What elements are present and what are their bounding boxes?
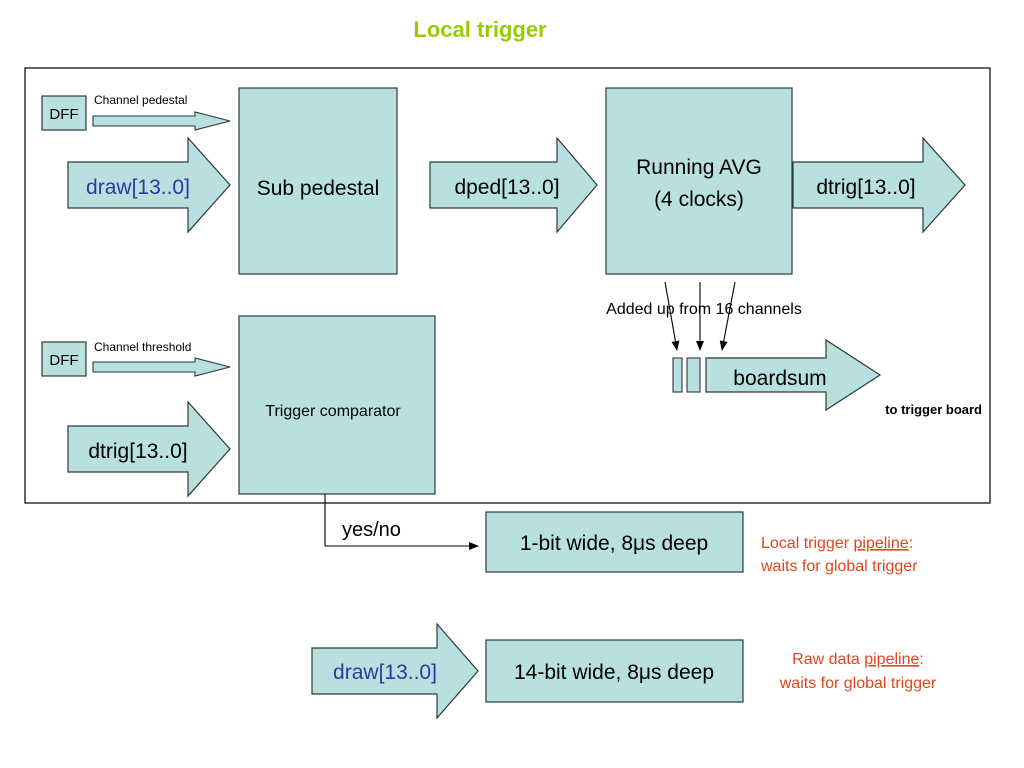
raw-pipeline-label: 14-bit wide, 8μs deep <box>514 661 714 684</box>
draw-raw-arrow <box>311 622 479 720</box>
dtrig-output-label: dtrig[13..0] <box>816 176 915 199</box>
raw-note-prefix: Raw data <box>792 651 864 668</box>
channel-pedestal-arrow <box>92 111 231 131</box>
dff-label-bottom: DFF <box>49 352 78 369</box>
channel-threshold-label: Channel threshold <box>94 340 191 354</box>
raw-note-line2: waits for global trigger <box>779 675 937 692</box>
local-note-suffix: : <box>909 535 913 552</box>
local-note-link[interactable]: pipeline <box>854 535 909 552</box>
raw-note-line1: Raw data pipeline: <box>792 651 924 668</box>
sum-line-1 <box>664 281 680 351</box>
local-note-line2: waits for global trigger <box>760 558 918 575</box>
dtrig-input-arrow <box>67 400 231 498</box>
dped-arrow <box>429 136 598 234</box>
added-up-label: Added up from 16 channels <box>606 301 802 318</box>
draw-raw-label: draw[13..0] <box>333 661 437 684</box>
draw-input-arrow <box>67 136 231 234</box>
raw-note-link[interactable]: pipeline <box>864 651 919 668</box>
trigger-comparator-label: Trigger comparator <box>265 403 401 420</box>
local-note-line1: Local trigger pipeline: <box>761 535 913 552</box>
boardsum-arrow <box>705 338 882 412</box>
sum-register-1 <box>672 357 683 393</box>
boardsum-label: boardsum <box>733 367 826 390</box>
dff-label-top: DFF <box>49 106 78 123</box>
yes-no-label: yes/no <box>342 519 401 541</box>
dped-label: dped[13..0] <box>454 176 559 199</box>
local-pipeline-label: 1-bit wide, 8μs deep <box>520 532 708 555</box>
diagram-title: Local trigger <box>413 17 547 42</box>
draw-input-label: draw[13..0] <box>86 176 190 199</box>
yes-no-connector <box>324 494 479 550</box>
raw-pipeline-box <box>485 639 744 703</box>
dff-box-bottom <box>41 341 87 377</box>
sub-pedestal-label: Sub pedestal <box>257 177 380 200</box>
dff-box-top <box>41 95 87 131</box>
trigger-comparator-box <box>238 315 436 495</box>
main-frame <box>24 67 991 504</box>
dtrig-output-arrow <box>792 136 966 234</box>
channel-threshold-arrow <box>92 357 231 377</box>
running-avg-label-line2: (4 clocks) <box>654 188 744 211</box>
local-pipeline-box <box>485 511 744 573</box>
running-avg-label-line1: Running AVG <box>636 156 762 179</box>
to-trigger-board-label: to trigger board <box>885 402 982 417</box>
channel-pedestal-label: Channel pedestal <box>94 93 187 107</box>
sum-register-2 <box>686 357 701 393</box>
sub-pedestal-box <box>238 87 398 275</box>
sum-line-3 <box>719 281 736 351</box>
dtrig-input-label: dtrig[13..0] <box>88 440 187 463</box>
local-note-prefix: Local trigger <box>761 535 854 552</box>
running-avg-box <box>605 87 793 275</box>
raw-note-suffix: : <box>919 651 923 668</box>
